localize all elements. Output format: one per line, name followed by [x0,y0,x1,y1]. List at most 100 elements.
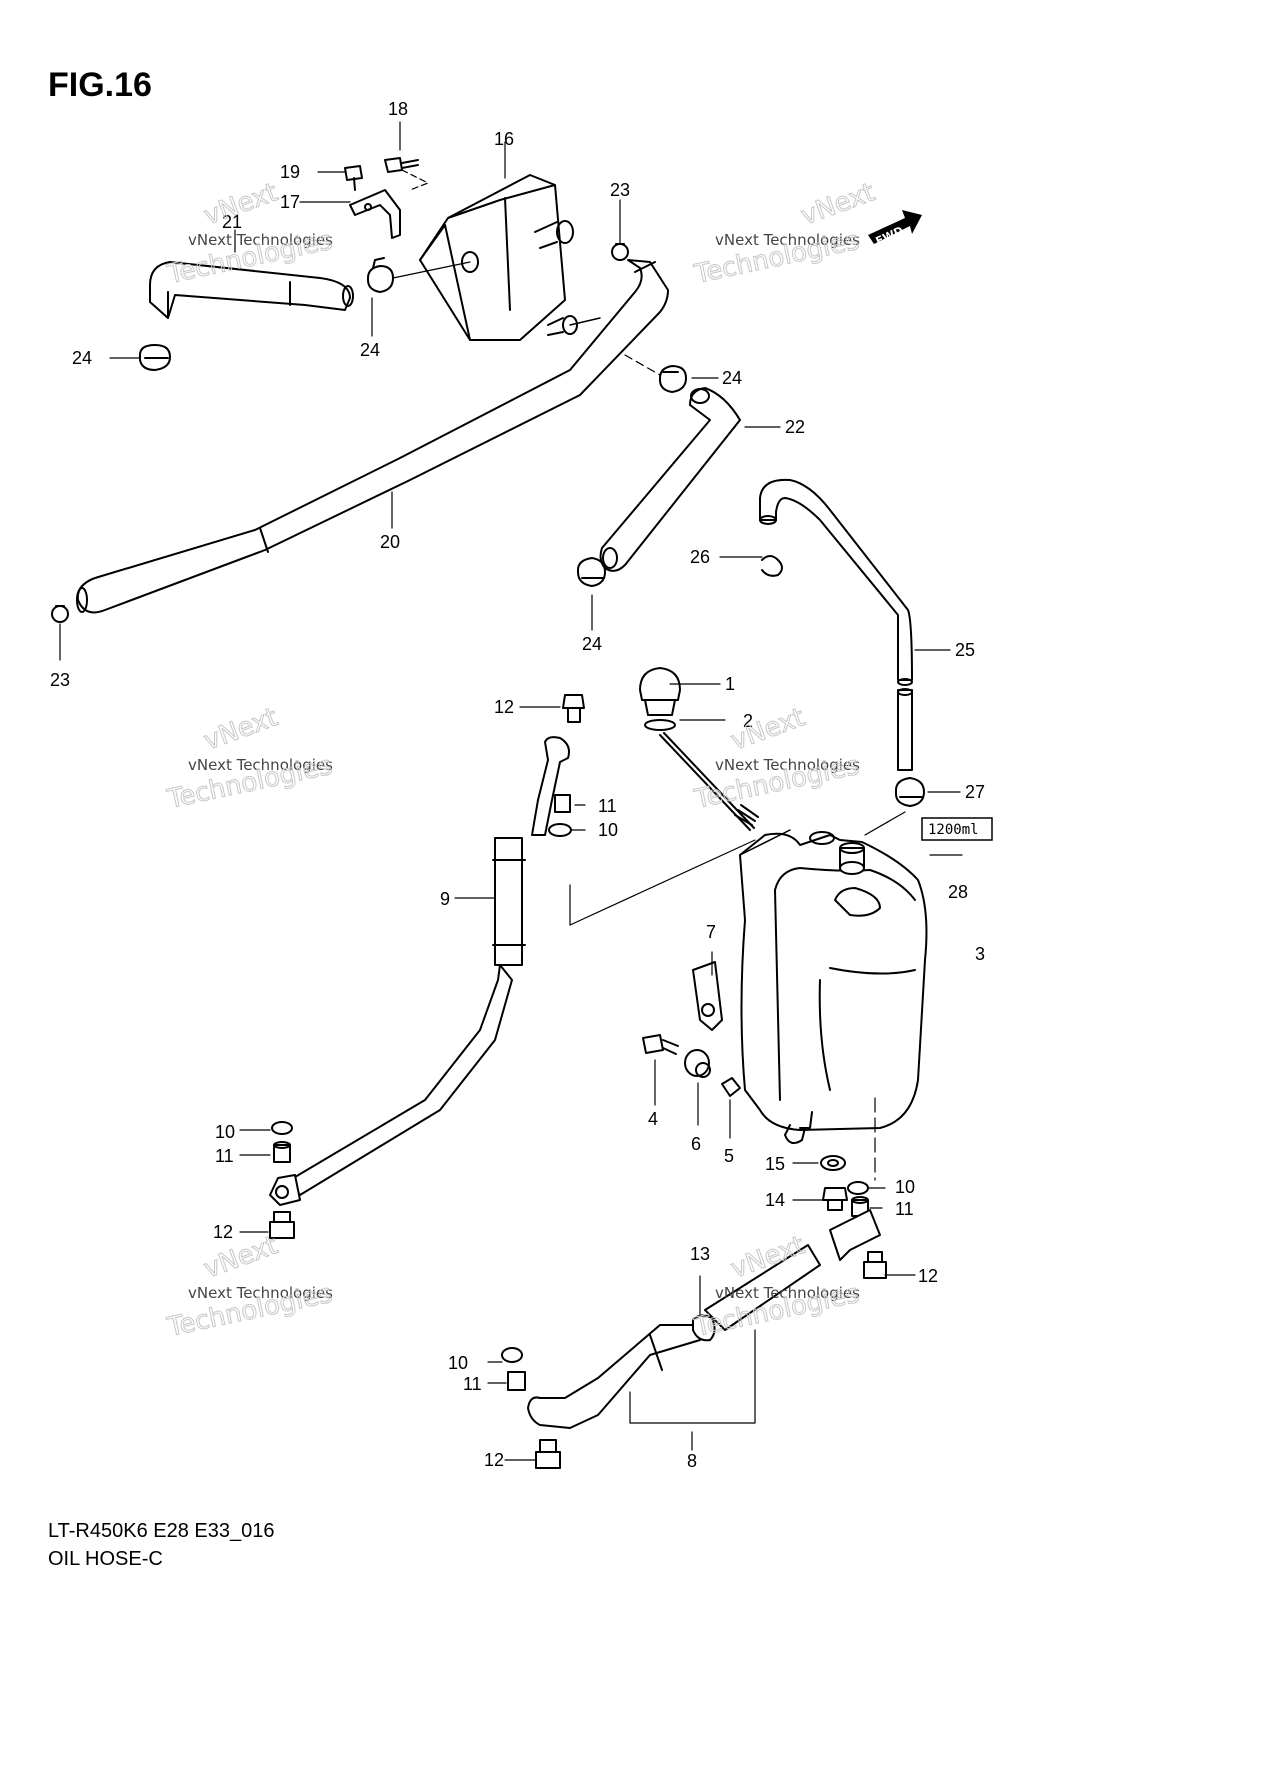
callout-28: 28 [948,882,968,902]
bracket-17-part [349,189,401,239]
callout-27: 27 [965,782,985,802]
svg-text:vNext Technologies: vNext Technologies [188,756,333,774]
clip-23a-part [611,243,629,261]
svg-text:vNext Technologies: vNext Technologies [188,1284,333,1302]
callout-12d: 12 [918,1266,938,1286]
watermark-5: vNext vNext Technologies Technologies [164,1230,336,1344]
fitting-11c-part [507,1371,526,1391]
callout-10c: 10 [448,1353,468,1373]
callout-2: 2 [743,711,753,731]
callout-6: 6 [691,1134,701,1154]
fwd-arrow-icon: FWD [868,210,922,248]
clamp-24a-part [139,344,171,371]
hose-25-part [759,478,913,771]
callout-21: 21 [222,212,242,232]
clamp-24d-part [577,557,606,587]
clamp-24c-part [659,365,687,393]
callout-15: 15 [765,1154,785,1174]
callout-12a: 12 [494,697,514,717]
svg-text:vNext Technologies: vNext Technologies [715,231,860,249]
washer-10c-part [501,1347,523,1363]
collar-5-part [721,1077,741,1097]
callout-17: 17 [280,192,300,212]
callout-19: 19 [280,162,300,182]
callout-10a: 10 [598,820,618,840]
callout-3: 3 [975,944,985,964]
callout-7: 7 [706,922,716,942]
clip-26-part [761,555,783,577]
clip-23b-part [51,605,69,623]
callout-10b: 10 [215,1122,235,1142]
svg-text:vNext Technologies: vNext Technologies [715,1284,860,1302]
callout-12b: 12 [213,1222,233,1242]
callout-8: 8 [687,1451,697,1471]
watermark-group: vNext vNext Technologies Technologies vN… [164,177,880,1344]
callout-labels: 1 2 3 4 5 6 7 8 9 10 10 10 10 11 11 11 1… [50,99,985,1471]
bracket-7-part [692,961,723,1031]
filler-cap-1-part [639,667,681,716]
bolt-14-part [822,1187,848,1211]
callout-16: 16 [494,129,514,149]
watermark-3: vNext vNext Technologies Technologies [164,702,336,816]
washer-10d-part [847,1181,869,1195]
svg-text:vNext: vNext [727,702,809,756]
callout-20: 20 [380,532,400,552]
clamp-24b-part [367,257,471,293]
svg-text:vNext Technologies: vNext Technologies [188,231,333,249]
callout-11a: 11 [598,796,617,816]
capacity-label: 1200ml [921,817,993,841]
washer-10a-part [548,823,572,837]
o-ring-2-part [644,719,676,731]
clamp-27-part [895,777,925,807]
figure-name: OIL HOSE-C [48,1548,163,1570]
callout-23b: 23 [50,670,70,690]
svg-text:vNext: vNext [797,177,879,231]
callout-22: 22 [785,417,805,437]
bolt-19-part [344,165,363,191]
callout-13: 13 [690,1244,710,1264]
hose-21-part [149,261,354,319]
callout-12c: 12 [484,1450,504,1470]
fitting-11a-part [554,794,571,813]
callout-11c: 11 [463,1374,482,1394]
watermark-4: vNext vNext Technologies Technologies [691,702,863,816]
washer-10b-part [271,1121,293,1135]
watermark-1: vNext vNext Technologies Technologies [164,177,336,291]
bolt-12c-part [535,1439,561,1469]
dipstick-part [659,732,759,831]
callout-4: 4 [648,1109,658,1129]
callout-24b: 24 [360,340,380,360]
callout-11b: 11 [215,1146,234,1166]
callout-24d: 24 [582,634,602,654]
callout-10d: 10 [895,1177,915,1197]
hose-9-part [269,736,570,1206]
callout-24c: 24 [722,368,742,388]
bolt-12b-part [269,1211,295,1239]
callout-26: 26 [690,547,710,567]
hose-20-part [76,259,669,614]
callout-18: 18 [388,99,408,119]
fitting-11b-part [273,1141,291,1163]
callout-25: 25 [955,640,975,660]
figure-title: FIG.16 [48,66,152,104]
bolt-12d-part [863,1251,887,1279]
breather-box-part [419,174,601,341]
callout-9: 9 [440,889,450,909]
grommet-6-part [684,1049,711,1078]
callout-23a: 23 [610,180,630,200]
oil-tank-3-part [739,829,928,1145]
washer-15-part [820,1155,846,1171]
watermark-2: vNext vNext Technologies Technologies [691,177,880,291]
hose-8-part [527,1209,881,1429]
bolt-12a-part [562,694,585,723]
svg-text:vNext: vNext [200,702,282,756]
callout-14: 14 [765,1190,785,1210]
clamp-13-part [692,1314,716,1342]
figure-code: LT-R450K6 E28 E33_016 [48,1520,275,1542]
callout-5: 5 [724,1146,734,1166]
svg-text:vNext Technologies: vNext Technologies [715,756,860,774]
hose-22-part [599,387,741,572]
bolt-4-part [642,1034,679,1055]
callout-1: 1 [725,674,735,694]
